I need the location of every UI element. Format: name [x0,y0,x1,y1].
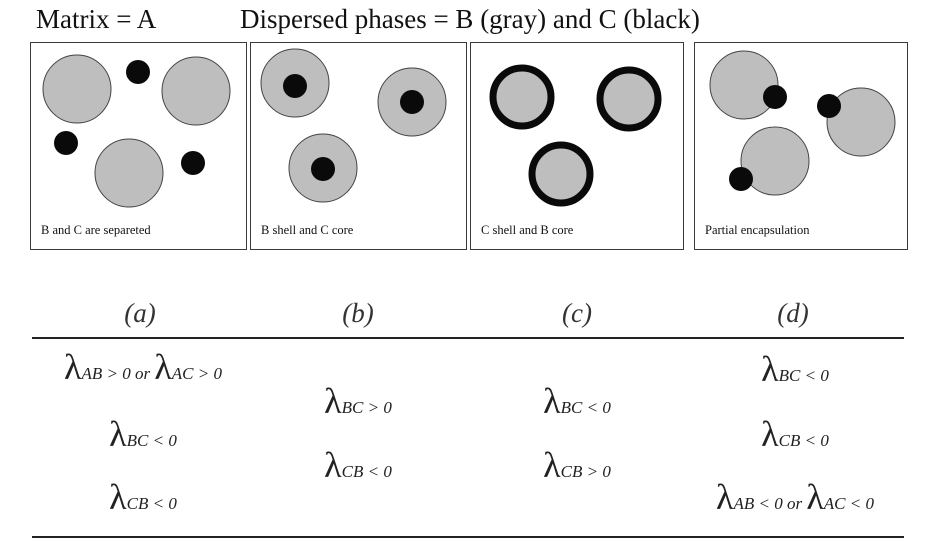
black-core-c [311,157,335,181]
condition-d-3: λAB < 0 or λAC < 0 [715,477,875,517]
label-a: (a) [124,298,156,328]
condition-a-3: λCB < 0 [109,477,177,517]
gray-particle-b [709,50,779,120]
panel-d-caption: Partial encapsulation [705,223,810,237]
black-particle-c [817,94,841,118]
panel-b-caption: B shell and C core [261,223,354,237]
panel-d-drawing [709,50,896,196]
panel-b-drawing [260,48,447,203]
gray-particle-b [161,56,231,126]
gray-particle-b [42,54,112,124]
condition-c-2: λCB > 0 [543,445,611,485]
table-bottom-rule [32,536,904,538]
black-shell-c [596,66,662,132]
condition-b-2: λCB < 0 [324,445,392,485]
black-core-c [283,74,307,98]
panel-c: C shell and B core [470,42,684,250]
condition-d-1: λBC < 0 [761,349,829,389]
panel-c-drawing [489,64,662,207]
label-d: (d) [777,298,809,328]
condition-b-1: λBC > 0 [324,381,392,421]
black-particle-c [54,131,78,155]
panel-a: B and C are separeted [30,42,247,250]
condition-d-2: λCB < 0 [761,414,829,454]
condition-c-1: λBC < 0 [543,381,611,421]
gray-particle-b [740,126,810,196]
black-shell-c [489,64,555,130]
panel-b: B shell and C core [250,42,467,250]
gray-particle-b [826,87,896,157]
black-particle-c [763,85,787,109]
black-particle-c [126,60,150,84]
matrix-title: Matrix = A [36,4,157,34]
dispersed-phases-title: Dispersed phases = B (gray) and C (black… [240,4,700,34]
panel-a-caption: B and C are separeted [41,223,151,237]
black-particle-c [729,167,753,191]
panel-c-caption: C shell and B core [481,223,574,237]
condition-a-2: λBC < 0 [109,414,177,454]
gray-particle-b [94,138,164,208]
condition-a-1: λAB > 0 or λAC > 0 [63,347,223,387]
black-core-c [400,90,424,114]
panel-d: Partial encapsulation [694,42,908,250]
panel-a-drawing [42,54,231,208]
black-particle-c [181,151,205,175]
label-b: (b) [342,298,374,328]
table-top-rule [32,337,904,339]
label-c: (c) [562,298,592,328]
black-shell-c [528,141,594,207]
